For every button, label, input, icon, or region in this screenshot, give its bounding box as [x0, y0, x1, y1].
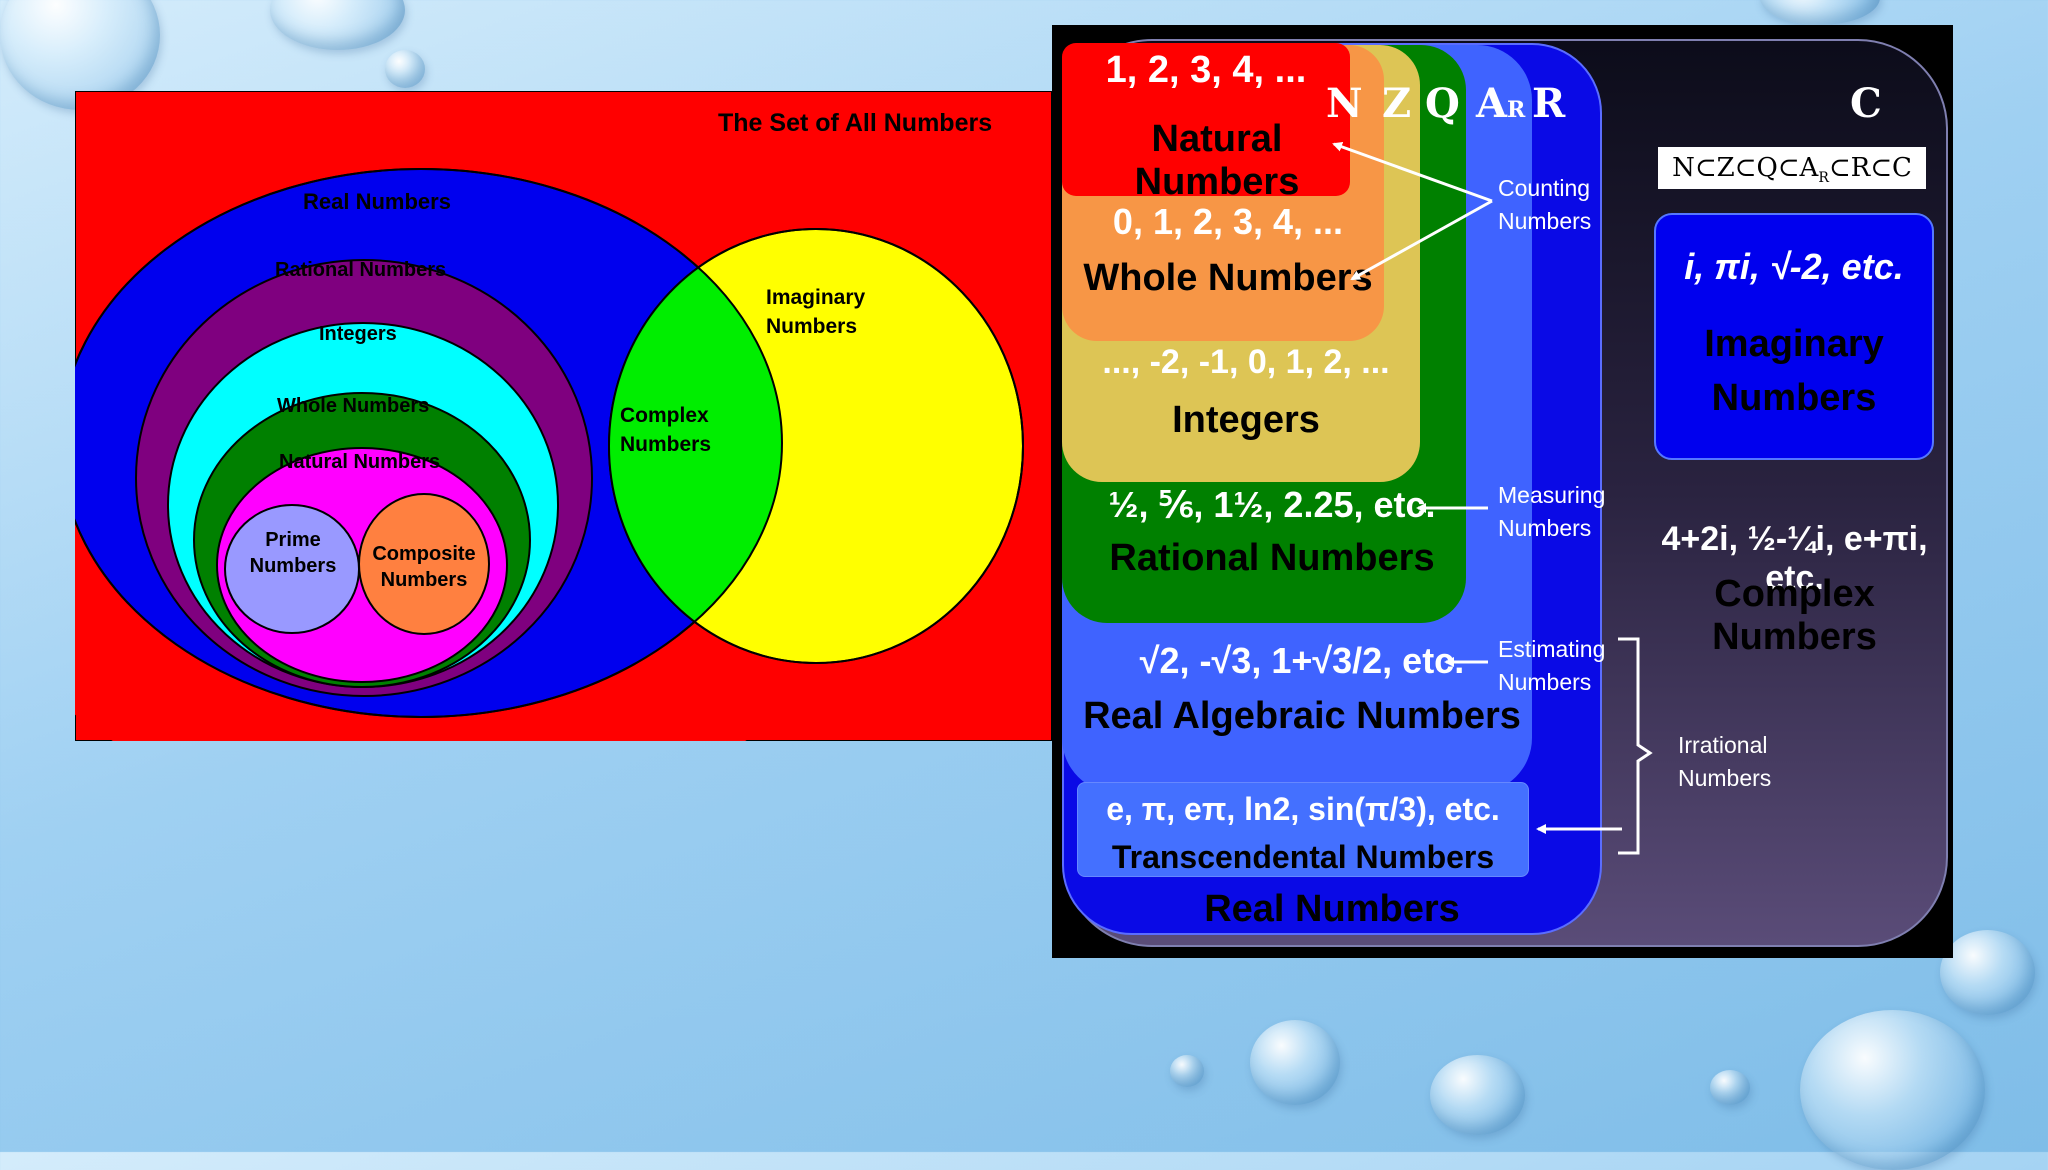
complex-line1: Complex — [620, 401, 711, 430]
water-drop-decoration — [385, 50, 425, 88]
integers-label: Integers — [319, 323, 397, 346]
rational-numbers-label: Rational Numbers — [275, 259, 446, 282]
counting-arrow-to-whole — [1352, 201, 1492, 279]
water-drop-decoration — [1940, 930, 2035, 1015]
water-drop-decoration — [1710, 1070, 1750, 1105]
natural-numbers-label: Natural Numbers — [279, 451, 440, 474]
prime-line2: Numbers — [246, 553, 340, 579]
water-drop-decoration — [1170, 1055, 1204, 1087]
real-numbers-label: Real Numbers — [303, 189, 451, 215]
imaginary-line2: Numbers — [766, 312, 865, 341]
water-drop-decoration — [1430, 1055, 1525, 1135]
whole-numbers-label: Whole Numbers — [277, 395, 429, 418]
imaginary-line1: Imaginary — [766, 283, 865, 312]
composite-numbers-label: Composite Numbers — [362, 541, 486, 593]
irrational-brace — [1618, 639, 1650, 853]
counting-arrow-to-natural — [1334, 144, 1492, 201]
imaginary-numbers-label: Imaginary Numbers — [766, 283, 865, 341]
prime-line1: Prime — [246, 527, 340, 553]
complex-numbers-label: Complex Numbers — [620, 401, 711, 459]
water-drop-decoration — [1250, 1020, 1340, 1105]
annotation-arrows — [1052, 25, 1953, 958]
prime-numbers-label: Prime Numbers — [246, 527, 340, 579]
water-drop-decoration — [270, 0, 405, 50]
complex-line2: Numbers — [620, 430, 711, 459]
left-diagram-canvas — [75, 91, 1052, 741]
set-of-all-numbers-diagram: The Set of All Numbers Real Numbers Rati… — [75, 91, 1052, 741]
composite-line1: Composite — [362, 541, 486, 567]
water-drop-decoration — [1800, 1010, 1985, 1170]
number-sets-nested-diagram: N Z Q AR R C N⊂Z⊂Q⊂AR⊂R⊂C 1, 2, 3, 4, ..… — [1052, 25, 1953, 958]
water-drop-decoration — [1760, 0, 1880, 25]
composite-line2: Numbers — [362, 567, 486, 593]
left-title: The Set of All Numbers — [718, 109, 992, 138]
